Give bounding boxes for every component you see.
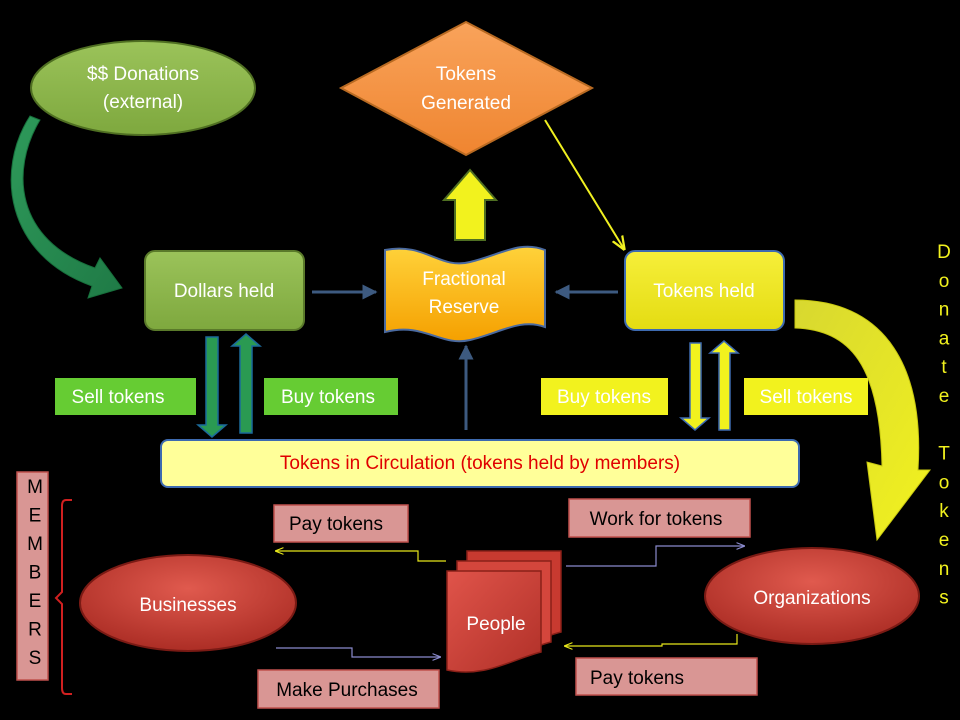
donate-tokens-letter: s xyxy=(939,588,949,609)
fractional-reserve-line2: Reserve xyxy=(429,297,500,318)
make-purchases-label: Make Purchases xyxy=(276,680,418,701)
members-letter: E xyxy=(29,506,42,527)
buy-tokens-down-arrow xyxy=(678,342,712,431)
donate-tokens-letter: n xyxy=(939,300,950,321)
pay-tokens-top-box: Pay tokens xyxy=(273,504,409,543)
organizations-label: Organizations xyxy=(753,588,870,609)
businesses-label: Businesses xyxy=(139,595,236,616)
generated-to-tokens-held-arrow xyxy=(544,119,624,249)
donations-label-line2: (external) xyxy=(103,92,183,113)
tokens-generated-line2: Generated xyxy=(421,93,511,114)
pay-tokens-bottom-label: Pay tokens xyxy=(590,668,684,689)
people-work-for-tokens-arrow xyxy=(566,546,744,567)
donations-node: $$ Donations (external) xyxy=(30,40,256,136)
buy-tokens-right-box: Buy tokens xyxy=(541,378,668,415)
pay-tokens-top-label: Pay tokens xyxy=(289,514,383,535)
donation-curved-arrow xyxy=(10,115,123,299)
buy-tokens-right-label: Buy tokens xyxy=(557,387,651,408)
donate-tokens-letter: a xyxy=(939,328,950,349)
tokens-generated-node: Tokens Generated xyxy=(338,20,595,157)
donate-tokens-letter: n xyxy=(939,559,950,580)
sell-tokens-left-label: Sell tokens xyxy=(72,387,165,408)
businesses-make-purchases-arrow xyxy=(276,647,440,657)
sell-tokens-right-box: Sell tokens xyxy=(744,378,868,415)
tokens-in-circulation-label: Tokens in Circulation (tokens held by me… xyxy=(280,453,680,474)
people-node: People xyxy=(446,550,562,673)
tokens-in-circulation-node: Tokens in Circulation (tokens held by me… xyxy=(160,439,800,488)
donate-tokens-letter: e xyxy=(939,530,950,551)
reserve-to-generated-arrow xyxy=(441,168,499,241)
businesses-node: Businesses xyxy=(79,554,297,652)
donate-tokens-letter: o xyxy=(939,271,950,292)
members-letter: S xyxy=(29,648,42,669)
donate-tokens-letter: D xyxy=(937,242,951,263)
sell-tokens-left-box: Sell tokens xyxy=(55,378,196,415)
tokens-generated-line1: Tokens xyxy=(436,64,496,85)
buy-tokens-left-label: Buy tokens xyxy=(281,387,375,408)
members-letter: B xyxy=(29,563,42,584)
dollars-held-node: Dollars held xyxy=(144,250,305,331)
organizations-pay-tokens-arrow xyxy=(565,634,738,646)
work-for-tokens-box: Work for tokens xyxy=(568,498,751,538)
members-letter: M xyxy=(27,477,43,498)
donate-tokens-letter: k xyxy=(939,501,949,522)
donate-tokens-letter: o xyxy=(939,472,950,493)
fractional-reserve-line1: Fractional xyxy=(422,269,505,290)
people-pay-tokens-arrow xyxy=(276,551,446,562)
members-letter: R xyxy=(28,620,42,641)
members-letter: M xyxy=(27,534,43,555)
people-label: People xyxy=(466,614,525,635)
make-purchases-box: Make Purchases xyxy=(257,669,440,709)
tokens-held-label: Tokens held xyxy=(653,281,754,302)
donate-tokens-letter: e xyxy=(939,386,950,407)
buy-tokens-up-arrow xyxy=(229,333,263,434)
dollars-held-label: Dollars held xyxy=(174,281,274,302)
sell-tokens-down-arrow xyxy=(195,336,229,438)
donate-tokens-letter: T xyxy=(938,444,950,465)
donations-label-line1: $$ Donations xyxy=(87,64,199,85)
donate-tokens-curved-arrow xyxy=(794,299,932,542)
sell-tokens-right-label: Sell tokens xyxy=(760,387,853,408)
members-bracket xyxy=(54,499,72,695)
sell-tokens-up-arrow xyxy=(707,340,741,431)
organizations-node: Organizations xyxy=(704,547,920,645)
buy-tokens-left-box: Buy tokens xyxy=(264,378,398,415)
tokens-held-node: Tokens held xyxy=(624,250,785,331)
fractional-reserve-node: Fractional Reserve xyxy=(384,245,546,343)
members-letter: E xyxy=(29,591,42,612)
work-for-tokens-label: Work for tokens xyxy=(590,509,723,530)
pay-tokens-bottom-box: Pay tokens xyxy=(575,657,758,696)
donate-tokens-letter: t xyxy=(941,357,947,378)
